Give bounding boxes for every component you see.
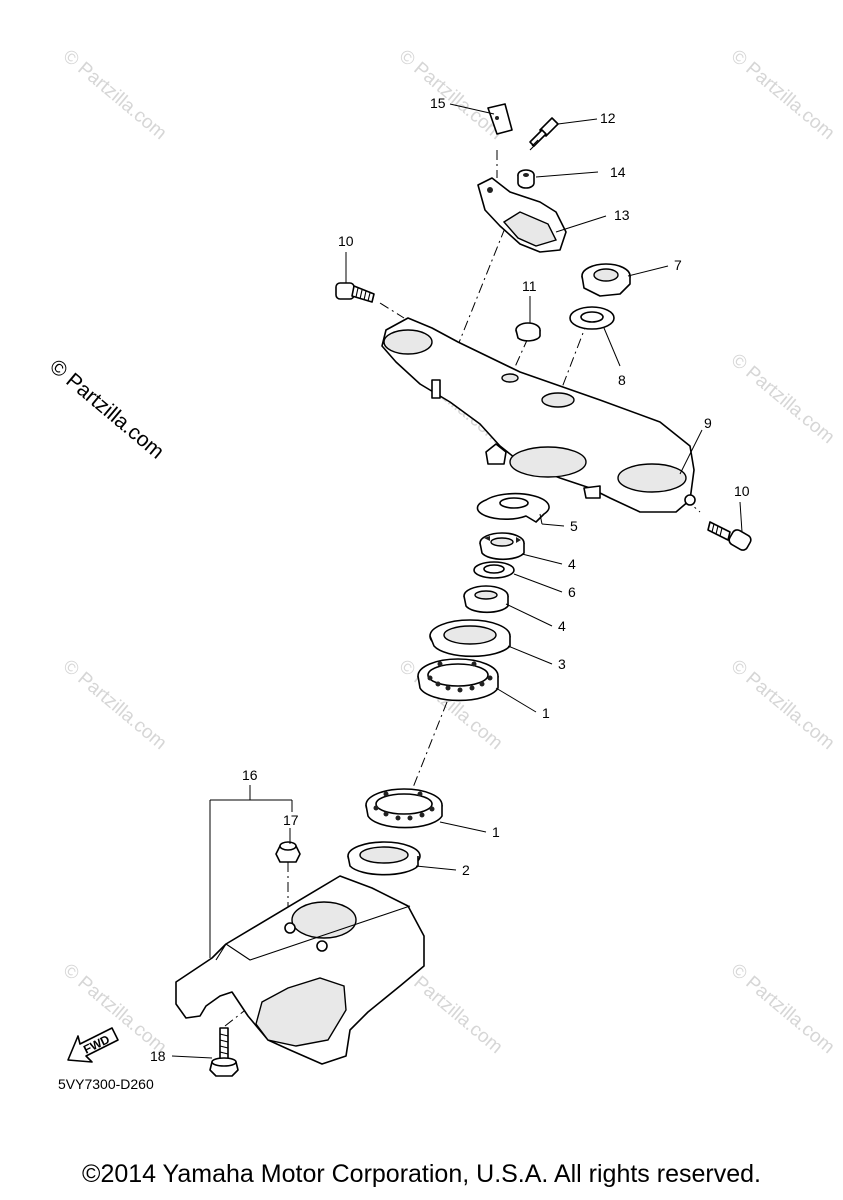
watermark: © Partzilla.com — [395, 46, 507, 144]
callout-1-upper: 1 — [542, 705, 550, 721]
callout-10-left: 10 — [338, 233, 354, 249]
callout-17: 17 — [283, 812, 299, 828]
leader-lines — [171, 103, 743, 1059]
bolt-right-part — [707, 521, 752, 551]
callout-11: 11 — [522, 278, 537, 294]
watermark: © Partzilla.com — [59, 46, 171, 144]
callout-2: 2 — [462, 862, 470, 878]
callout-12: 12 — [600, 110, 616, 126]
diagram-code: 5VY7300-D260 — [58, 1076, 154, 1092]
under-bracket-part — [175, 875, 425, 1065]
callout-4-lower: 4 — [558, 618, 566, 634]
callout-18: 18 — [150, 1048, 166, 1064]
rubber-washer-part — [473, 561, 515, 579]
collar-part — [517, 169, 535, 189]
watermark: © Partzilla.com — [727, 960, 839, 1058]
ring-nut-lower-part — [463, 585, 509, 614]
ring-nut-upper-part — [479, 532, 525, 561]
footer-copyright: ©2014 Yamaha Motor Corporation, U.S.A. A… — [82, 1160, 761, 1188]
callout-4-upper: 4 — [568, 556, 576, 572]
callout-5: 5 — [570, 518, 578, 534]
bearing-cover-part — [429, 619, 511, 658]
upper-bracket-part — [381, 317, 696, 513]
callout-13: 13 — [614, 207, 630, 223]
watermarks: © Partzilla.com © Partzilla.com © Partzi… — [59, 46, 839, 1058]
screw-part — [529, 117, 559, 151]
bolt-left-part — [335, 282, 375, 303]
bracket-part — [477, 177, 567, 253]
callout-3: 3 — [558, 656, 566, 672]
dust-seal-part — [347, 841, 421, 876]
callout-7: 7 — [674, 257, 682, 273]
steering-nut-part — [581, 263, 631, 297]
watermark: © Partzilla.com — [727, 350, 839, 448]
watermark: © Partzilla.com — [59, 656, 171, 754]
washer-part — [569, 306, 615, 330]
callout-16: 16 — [242, 767, 258, 783]
callout-8: 8 — [618, 372, 626, 388]
callout-9: 9 — [704, 415, 712, 431]
lock-washer-part — [476, 492, 550, 523]
callout-labels: 15 12 14 13 10 7 11 8 9 10 5 4 6 4 3 1 1… — [150, 95, 750, 1064]
cap-part — [515, 322, 541, 342]
callout-10-right: 10 — [734, 483, 750, 499]
callout-6: 6 — [568, 584, 576, 600]
watermark: © Partzilla.com — [727, 46, 839, 144]
bolt-bottom-part — [209, 1027, 239, 1077]
callout-15: 15 — [430, 95, 446, 111]
ball-race-lower-part — [365, 788, 443, 829]
cap-nut-part — [275, 841, 301, 863]
watermark: © Partzilla.com — [727, 656, 839, 754]
callout-1-lower: 1 — [492, 824, 500, 840]
fwd-arrow-icon: FWD — [67, 1027, 119, 1063]
callout-14: 14 — [610, 164, 626, 180]
ball-race-upper-part — [417, 658, 499, 702]
clip-part — [487, 103, 513, 135]
